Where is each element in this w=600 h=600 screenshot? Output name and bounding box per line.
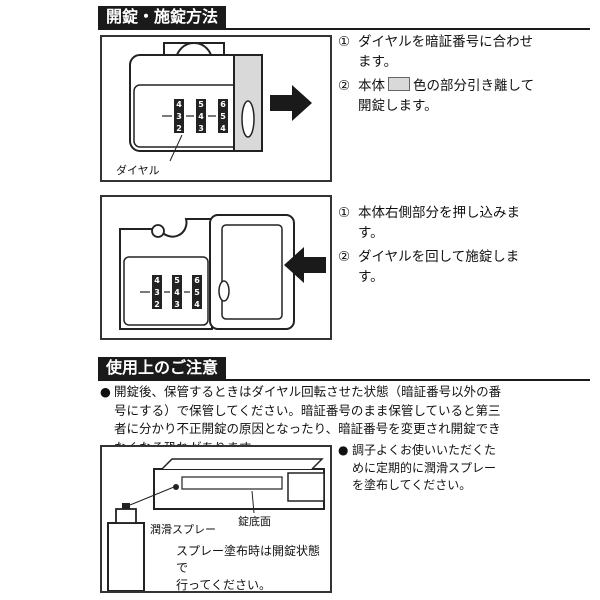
shackle-base <box>287 472 325 502</box>
arrow-right-icon <box>270 85 312 121</box>
unlock-step-2: ② 本体色の部分引き離して開錠します。 <box>338 76 538 116</box>
lock-top-edge <box>161 458 324 470</box>
dial-digit: 6 <box>194 276 200 285</box>
dial-label: ダイヤル <box>116 163 160 177</box>
arrow-left-icon <box>284 247 326 283</box>
dial-digit: 5 <box>198 100 204 109</box>
spray-can-body <box>107 522 145 591</box>
dial-wheel <box>218 99 228 133</box>
dial-digit: 4 <box>194 300 200 309</box>
shackle-frame <box>221 224 283 320</box>
step-number: ② <box>338 249 351 265</box>
dial-leader-line <box>169 134 183 162</box>
lock-steps: ① 本体右側部分を押し込みます。 ② ダイヤルを回して施錠します。 <box>338 203 538 287</box>
dial-digit: 2 <box>176 124 182 133</box>
dial-digit: 4 <box>174 288 180 297</box>
unlock-illustration-panel: 4 3 2 5 4 3 6 5 4 ダイヤル <box>100 35 332 182</box>
dial-wheel <box>174 99 184 133</box>
unlock-steps: ① ダイヤルを暗証番号に合わせます。 ② 本体色の部分引き離して開錠します。 <box>338 32 538 116</box>
dial-digit: 5 <box>194 288 200 297</box>
spray-note-line: スプレー塗布時は開錠状態で <box>176 544 321 575</box>
step-text: 色の部分引き離して開錠します。 <box>358 78 535 114</box>
step-text: ダイヤルを暗証番号に合わせます。 <box>358 34 534 70</box>
dial-digit: 3 <box>174 300 180 309</box>
dial-digit: 5 <box>174 276 180 285</box>
spray-note: スプレー塗布時は開錠状態で 行ってください。 <box>176 543 330 592</box>
maintenance-text: 調子よくお使いいただくために定期的に潤滑スプレーを塗布してください。 <box>352 443 497 492</box>
section-divider <box>98 379 590 381</box>
dial-digit: 3 <box>198 124 204 133</box>
dial-digit: 4 <box>154 276 160 285</box>
step-number: ② <box>338 78 351 94</box>
dial-digit: 3 <box>154 288 160 297</box>
bullet-icon: ● <box>338 443 349 457</box>
step-text: ダイヤルを回して施錠します。 <box>358 249 520 285</box>
bottom-label: 錠底面 <box>238 514 271 528</box>
dial-wheel <box>196 99 206 133</box>
step-number: ① <box>338 34 351 50</box>
spray-can-cap <box>115 508 137 524</box>
lock-illustration: 4 3 2 5 4 3 6 5 4 <box>119 214 326 330</box>
spray-illustration-panel: 潤滑スプレー 錠底面 スプレー塗布時は開錠状態で 行ってください。 <box>100 445 332 593</box>
spray-line <box>129 486 175 506</box>
dial-wheel <box>152 275 162 309</box>
step-text: 本体 <box>358 78 385 94</box>
spray-nozzle <box>122 503 130 509</box>
spray-label: 潤滑スプレー <box>150 523 216 536</box>
spray-note-line: 行ってください。 <box>176 578 272 592</box>
section-header-how-to: 開錠・施錠方法 <box>98 6 227 28</box>
section-header-caution: 使用上のご注意 <box>98 357 227 379</box>
bottom-slot <box>181 476 283 490</box>
keyhole <box>173 484 179 490</box>
dial-digit: 4 <box>176 100 182 109</box>
lock-step-1: ① 本体右側部分を押し込みます。 <box>338 203 538 243</box>
dial-group: 4 3 2 5 4 3 6 5 4 <box>162 99 228 133</box>
dial-digit: 4 <box>198 112 204 121</box>
lock-step-2: ② ダイヤルを回して施錠します。 <box>338 247 538 287</box>
maintenance-notice: ● 調子よくお使いいただくために定期的に潤滑スプレーを塗布してください。 <box>338 442 506 495</box>
gray-color-swatch <box>388 77 410 91</box>
bullet-icon: ● <box>100 384 111 399</box>
spray-illustration: 潤滑スプレー 錠底面 <box>107 458 325 591</box>
step-text: 本体右側部分を押し込みます。 <box>358 205 520 241</box>
dial-wheel <box>172 275 182 309</box>
bottom-leader-line <box>251 490 255 514</box>
release-slot <box>241 100 255 138</box>
section-divider <box>98 28 590 30</box>
dial-digit: 6 <box>220 100 226 109</box>
dial-digit: 5 <box>220 112 226 121</box>
shackle-hole <box>151 224 165 238</box>
dial-face <box>123 256 209 326</box>
dial-group: 4 3 2 5 4 3 6 5 4 <box>140 275 202 309</box>
dial-wheel <box>192 275 202 309</box>
unlock-step-1: ① ダイヤルを暗証番号に合わせます。 <box>338 32 538 72</box>
lock-illustration-panel: 4 3 2 5 4 3 6 5 4 <box>100 195 332 340</box>
dial-digit: 3 <box>176 112 182 121</box>
unlock-illustration: 4 3 2 5 4 3 6 5 4 ダイヤル <box>116 42 312 177</box>
release-slot <box>218 280 230 302</box>
dial-digit: 4 <box>220 124 226 133</box>
dial-digit: 2 <box>154 300 160 309</box>
step-number: ① <box>338 205 351 221</box>
